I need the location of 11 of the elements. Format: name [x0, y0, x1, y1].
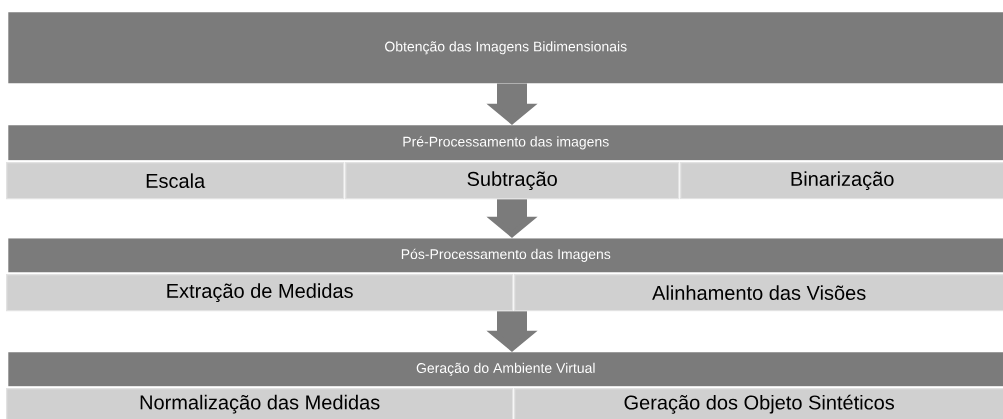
step-cell: Binarização	[680, 162, 1003, 200]
node-label: Alinhamento das Visões	[652, 285, 866, 301]
process-band: Obtenção das Imagens Bidimensionais	[8, 12, 1003, 84]
process-band: Geração do Ambiente Virtual	[8, 352, 1003, 387]
step-cell: Normalização das Medidas	[6, 388, 514, 419]
step-cell: Escala	[6, 162, 345, 200]
step-cell: Extração de Medidas	[6, 274, 514, 312]
step-cell: Alinhamento das Visões	[514, 274, 1003, 312]
step-cell: Subtração	[345, 162, 680, 200]
node-label: Geração dos Objeto Sintéticos	[624, 394, 895, 414]
step-cell: Geração dos Objeto Sintéticos	[514, 388, 1003, 419]
